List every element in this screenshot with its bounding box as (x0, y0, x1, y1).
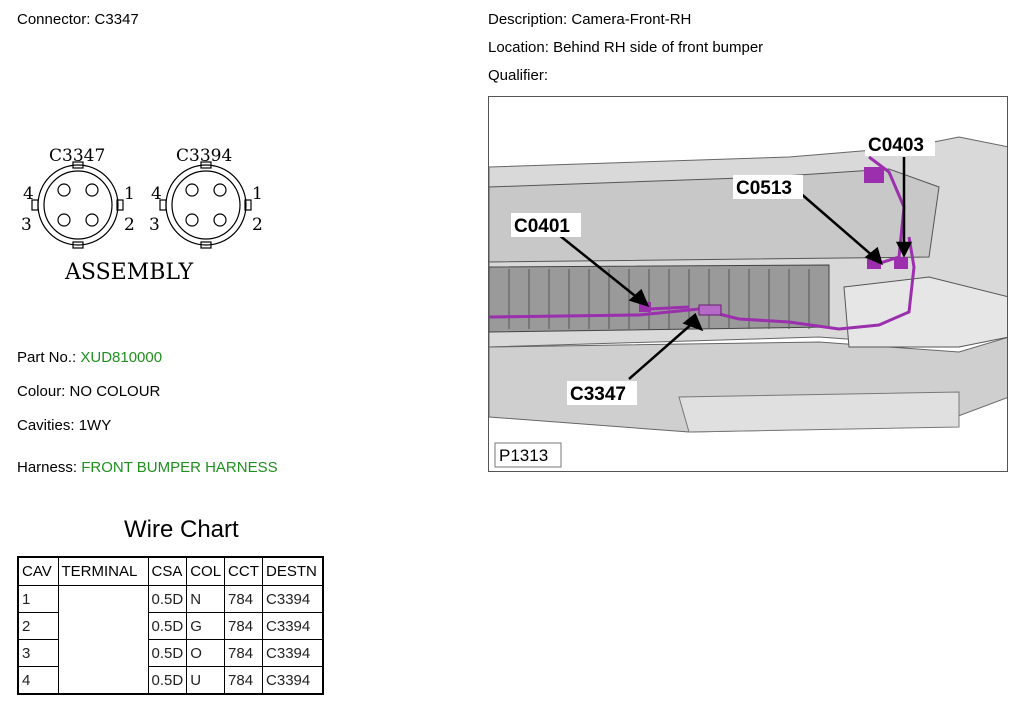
cell-cav: 3 (17, 639, 59, 667)
cell-cct: 784 (224, 639, 264, 667)
location-illustration: C0403 C0513 C0401 C3347 P1313 (489, 97, 1007, 471)
col-header-col: COL (186, 556, 226, 586)
pin-label-3: 3 (21, 215, 32, 235)
callout-c3347: C3347 (570, 384, 626, 405)
cell-destn[interactable]: C3394 (262, 612, 324, 640)
cell-terminal (57, 585, 149, 695)
pin-label-4: 4 (23, 184, 34, 204)
harness-link[interactable]: FRONT BUMPER HARNESS (81, 459, 278, 476)
cell-cct: 784 (224, 666, 264, 695)
callout-c0513: C0513 (736, 178, 792, 199)
col-header-csa: CSA (147, 556, 188, 586)
cell-cct: 784 (224, 612, 264, 640)
colour-line: Colour: NO COLOUR (17, 383, 161, 400)
col-header-cav: CAV (17, 556, 59, 586)
cell-cav: 4 (17, 666, 59, 695)
connector-face-right: C3394 1 2 3 4 (149, 146, 263, 249)
cell-cav: 2 (17, 612, 59, 640)
wire-chart-table: CAV TERMINAL CSA COL CCT DESTN 1 0.5D N … (17, 556, 324, 695)
cell-csa: 0.5D (147, 639, 188, 667)
assembly-caption: ASSEMBLY (64, 260, 194, 285)
wire-chart-title: Wire Chart (124, 516, 239, 543)
cell-col: U (186, 666, 226, 695)
connector-name-left: C3347 (49, 146, 105, 166)
cell-csa: 0.5D (147, 666, 188, 695)
photo-reference: P1313 (499, 446, 548, 465)
qualifier-line: Qualifier: (488, 67, 549, 84)
connector-face-diagram: C3347 1 2 3 4 C3394 1 2 3 4 ASSEMBLY (21, 146, 263, 285)
pin-label-4-right: 4 (151, 184, 162, 204)
cell-destn[interactable]: C3394 (262, 639, 324, 667)
connector-heading: Connector: C3347 (17, 11, 139, 28)
callout-c0401: C0401 (514, 216, 570, 237)
connector-name-right: C3394 (176, 146, 232, 166)
pin-label-2: 2 (124, 215, 135, 235)
connector-face-left: C3347 1 2 3 4 (21, 146, 135, 249)
part-number-link[interactable]: XUD810000 (80, 349, 163, 366)
cavities-line: Cavities: 1WY (17, 417, 112, 434)
cell-col: O (186, 639, 226, 667)
cell-col: G (186, 612, 226, 640)
table-row: 4 0.5D U 784 C3394 (17, 666, 324, 695)
cell-cav: 1 (17, 585, 59, 613)
table-row: 1 0.5D N 784 C3394 (17, 585, 324, 695)
pin-label-2-right: 2 (252, 215, 263, 235)
cell-csa: 0.5D (147, 585, 188, 613)
col-header-terminal: TERMINAL (57, 556, 149, 586)
col-header-cct: CCT (224, 556, 264, 586)
callout-c0403: C0403 (868, 135, 924, 156)
table-row: 3 0.5D O 784 C3394 (17, 639, 324, 667)
cell-destn[interactable]: C3394 (262, 585, 324, 613)
location-line: Location: Behind RH side of front bumper (488, 39, 764, 56)
harness-line: Harness: FRONT BUMPER HARNESS (17, 459, 278, 476)
pin-label-1: 1 (124, 184, 135, 204)
cell-destn[interactable]: C3394 (262, 666, 324, 695)
table-header-row: CAV TERMINAL CSA COL CCT DESTN (17, 556, 324, 586)
col-header-destn: DESTN (262, 556, 324, 586)
cell-cct: 784 (224, 585, 264, 613)
cell-csa: 0.5D (147, 612, 188, 640)
cell-col: N (186, 585, 226, 613)
part-number-line: Part No.: XUD810000 (17, 349, 163, 366)
location-photo: C0403 C0513 C0401 C3347 P1313 (488, 96, 1008, 472)
pin-label-3-right: 3 (149, 215, 160, 235)
pin-label-1-right: 1 (252, 184, 263, 204)
description-line: Description: Camera-Front-RH (488, 11, 692, 28)
